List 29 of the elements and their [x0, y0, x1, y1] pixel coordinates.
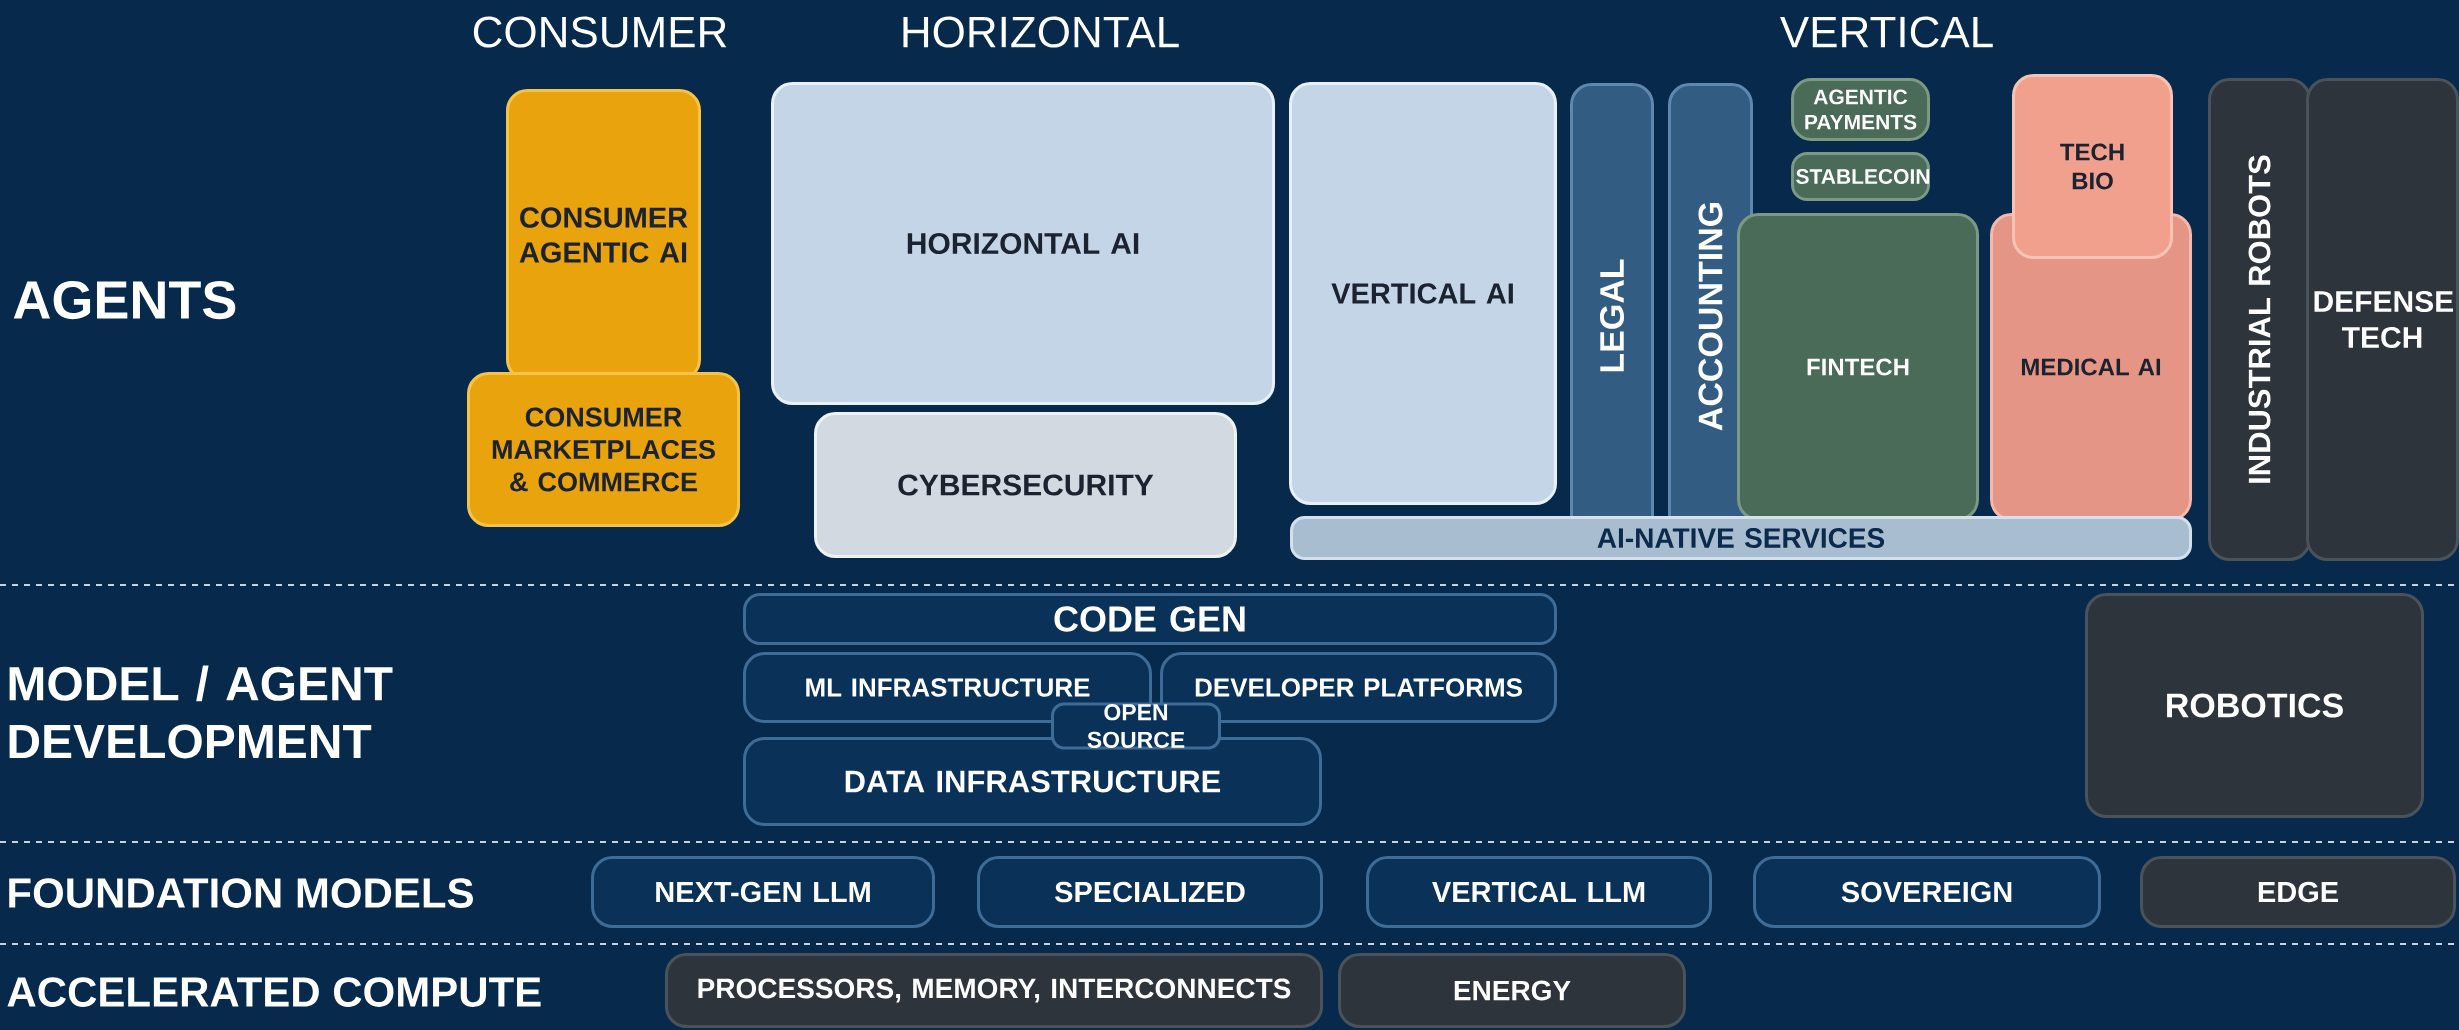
- category-box: FINTECH: [1737, 213, 1979, 521]
- category-box: INDUSTRIAL ROBOTS: [2208, 78, 2311, 561]
- row-heading: AGENTS: [13, 280, 236, 320]
- category-box: TECH BIO: [2012, 74, 2173, 259]
- category-box: CODE GEN: [743, 593, 1557, 645]
- row-heading: ACCELERATED COMPUTE: [7, 977, 541, 1007]
- category-box: CONSUMER MARKETPLACES & COMMERCE: [467, 372, 740, 527]
- category-box: VERTICAL AI: [1289, 82, 1557, 505]
- category-box: VERTICAL LLM: [1366, 856, 1712, 928]
- category-box: AGENTIC PAYMENTS: [1791, 78, 1930, 141]
- category-box: OPEN SOURCE: [1051, 702, 1221, 750]
- column-heading: VERTICAL: [1780, 16, 1993, 48]
- column-heading: HORIZONTAL: [903, 16, 1179, 48]
- category-box: CYBERSECURITY: [814, 412, 1237, 558]
- category-box: STABLECOIN: [1791, 152, 1930, 201]
- category-box: DEFENSE TECH: [2306, 78, 2459, 561]
- category-box: PROCESSORS, MEMORY, INTERCONNECTS: [665, 953, 1323, 1028]
- category-box: HORIZONTAL AI: [771, 82, 1275, 405]
- category-box: AI-NATIVE SERVICES: [1290, 516, 2192, 560]
- category-box: SPECIALIZED: [977, 856, 1323, 928]
- category-box: EDGE: [2140, 856, 2456, 928]
- category-box: ROBOTICS: [2085, 593, 2424, 818]
- column-heading: CONSUMER: [473, 16, 727, 48]
- category-box: CONSUMER AGENTIC AI: [506, 89, 701, 381]
- category-box: NEXT-GEN LLM: [591, 856, 935, 928]
- category-box: ENERGY: [1338, 953, 1686, 1028]
- row-heading: FOUNDATION MODELS: [9, 878, 473, 908]
- row-heading: MODEL / AGENT DEVELOPMENT: [9, 665, 393, 759]
- category-box: SOVEREIGN: [1753, 856, 2101, 928]
